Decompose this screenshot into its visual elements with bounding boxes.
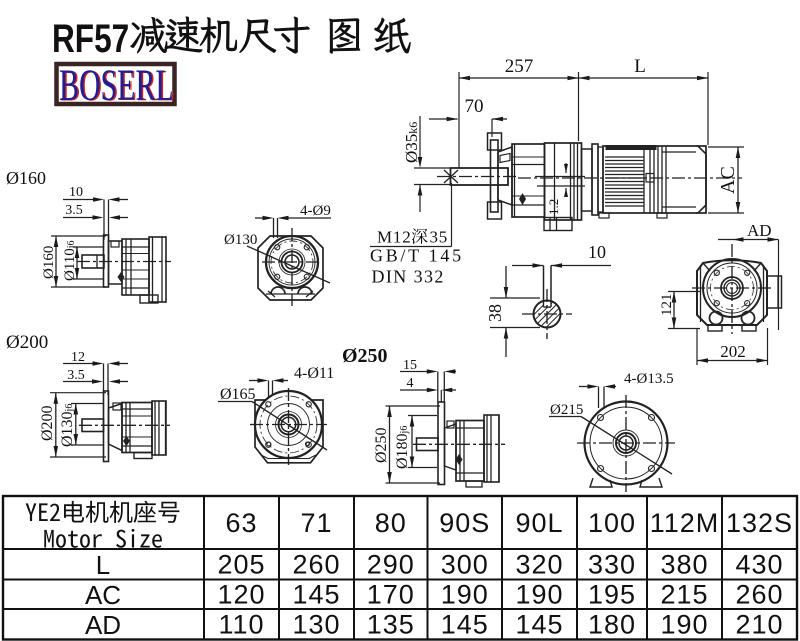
svg-text:71: 71 <box>300 508 332 538</box>
svg-text:AD: AD <box>747 221 772 240</box>
svg-text:202: 202 <box>720 342 746 361</box>
svg-text:3.5: 3.5 <box>65 203 83 218</box>
svg-text:Ø250: Ø250 <box>373 427 390 463</box>
svg-text:12: 12 <box>71 350 85 365</box>
svg-text:195: 195 <box>588 580 636 610</box>
svg-text:70: 70 <box>465 96 484 117</box>
svg-text:130: 130 <box>292 610 340 640</box>
svg-text:4: 4 <box>407 376 414 391</box>
svg-text:135: 135 <box>367 610 415 640</box>
svg-text:RF57: RF57 <box>52 15 129 60</box>
svg-text:215: 215 <box>660 580 708 610</box>
svg-text:BOSERL: BOSERL <box>59 61 174 110</box>
svg-text:190: 190 <box>441 580 489 610</box>
svg-text:180: 180 <box>588 610 636 640</box>
svg-text:112M: 112M <box>650 508 720 538</box>
svg-text:145: 145 <box>515 610 563 640</box>
svg-text:L: L <box>634 56 646 77</box>
svg-text:10: 10 <box>69 185 83 200</box>
svg-text:110: 110 <box>218 610 264 640</box>
svg-text:Ø130: Ø130 <box>224 232 257 248</box>
svg-text:38: 38 <box>485 304 505 322</box>
svg-text:Ø165: Ø165 <box>220 386 256 403</box>
svg-text:320: 320 <box>515 550 563 580</box>
svg-text:Ø200: Ø200 <box>39 405 56 441</box>
svg-text:Ø130j6: Ø130j6 <box>59 404 76 447</box>
svg-text:Ø200: Ø200 <box>6 332 48 353</box>
svg-text:260: 260 <box>292 550 340 580</box>
svg-text:257: 257 <box>505 56 534 77</box>
svg-text:Ø160: Ø160 <box>41 246 57 279</box>
svg-text:330: 330 <box>588 550 636 580</box>
svg-text:35: 35 <box>430 228 449 247</box>
svg-text:132S: 132S <box>726 508 793 538</box>
svg-text:190: 190 <box>660 610 708 640</box>
svg-text:380: 380 <box>660 550 708 580</box>
svg-text:10: 10 <box>588 242 606 262</box>
svg-text:63: 63 <box>225 508 257 538</box>
svg-text:1.2: 1.2 <box>546 199 561 215</box>
svg-text:DIN 332: DIN 332 <box>372 267 445 287</box>
svg-text:145: 145 <box>292 580 340 610</box>
svg-text:Ø215: Ø215 <box>550 402 583 418</box>
svg-text:290: 290 <box>367 550 415 580</box>
svg-text:210: 210 <box>735 610 783 640</box>
svg-text:170: 170 <box>367 580 415 610</box>
svg-text:4-Ø13.5: 4-Ø13.5 <box>624 371 674 387</box>
svg-text:4-Ø9: 4-Ø9 <box>300 203 331 219</box>
svg-text:300: 300 <box>441 550 489 580</box>
svg-text:100: 100 <box>588 508 636 538</box>
svg-text:4-Ø11: 4-Ø11 <box>294 365 334 382</box>
svg-text:Ø35k6: Ø35k6 <box>402 122 421 163</box>
svg-text:145: 145 <box>441 610 489 640</box>
svg-text:Ø250: Ø250 <box>342 345 388 367</box>
svg-text:90S: 90S <box>439 508 490 538</box>
svg-text:205: 205 <box>217 550 265 580</box>
svg-text:430: 430 <box>735 550 783 580</box>
svg-text:BOSERL: BOSERL <box>61 61 176 110</box>
svg-text:80: 80 <box>375 508 407 538</box>
svg-text:Ø180j6: Ø180j6 <box>394 426 411 469</box>
svg-text:15: 15 <box>403 358 417 373</box>
svg-text:90L: 90L <box>515 508 563 538</box>
svg-text:Ø110j6: Ø110j6 <box>62 240 78 281</box>
svg-text:260: 260 <box>735 580 783 610</box>
svg-text:M12: M12 <box>377 228 412 247</box>
svg-text:190: 190 <box>515 580 563 610</box>
svg-text:3.5: 3.5 <box>67 368 85 383</box>
svg-text:AC: AC <box>85 580 121 610</box>
svg-text:Ø160: Ø160 <box>6 168 46 188</box>
svg-text:L: L <box>96 550 110 580</box>
svg-text:AC: AC <box>717 166 739 194</box>
svg-text:GB/T 145: GB/T 145 <box>370 246 464 266</box>
svg-text:120: 120 <box>217 580 265 610</box>
svg-text:121: 121 <box>659 294 675 317</box>
svg-text:AD: AD <box>85 610 121 640</box>
